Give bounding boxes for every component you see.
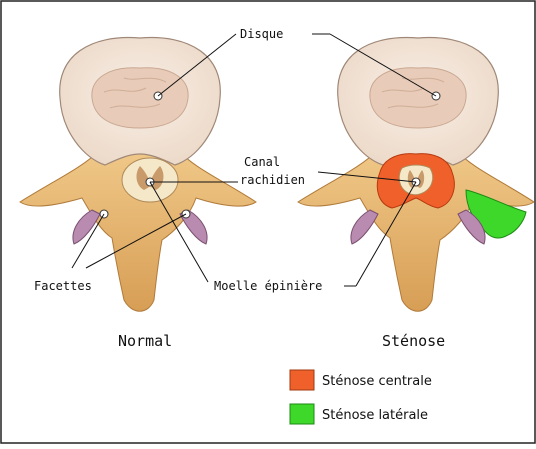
label-facettes: Facettes — [34, 279, 92, 293]
legend-swatch-lateral — [290, 404, 314, 424]
stenose-disc-nucleus — [370, 68, 466, 128]
title-normal: Normal — [118, 332, 172, 350]
label-disque: Disque — [240, 27, 283, 41]
normal-disc-nucleus — [92, 68, 188, 128]
title-stenose: Sténose — [382, 332, 445, 350]
legend-swatch-central — [290, 370, 314, 390]
label-canal-line2: rachidien — [240, 173, 305, 187]
label-moelle: Moelle épinière — [214, 279, 322, 293]
legend-label-central: Sténose centrale — [322, 374, 432, 389]
label-canal-line1: Canal — [244, 155, 280, 169]
legend-label-lateral: Sténose latérale — [322, 408, 428, 423]
